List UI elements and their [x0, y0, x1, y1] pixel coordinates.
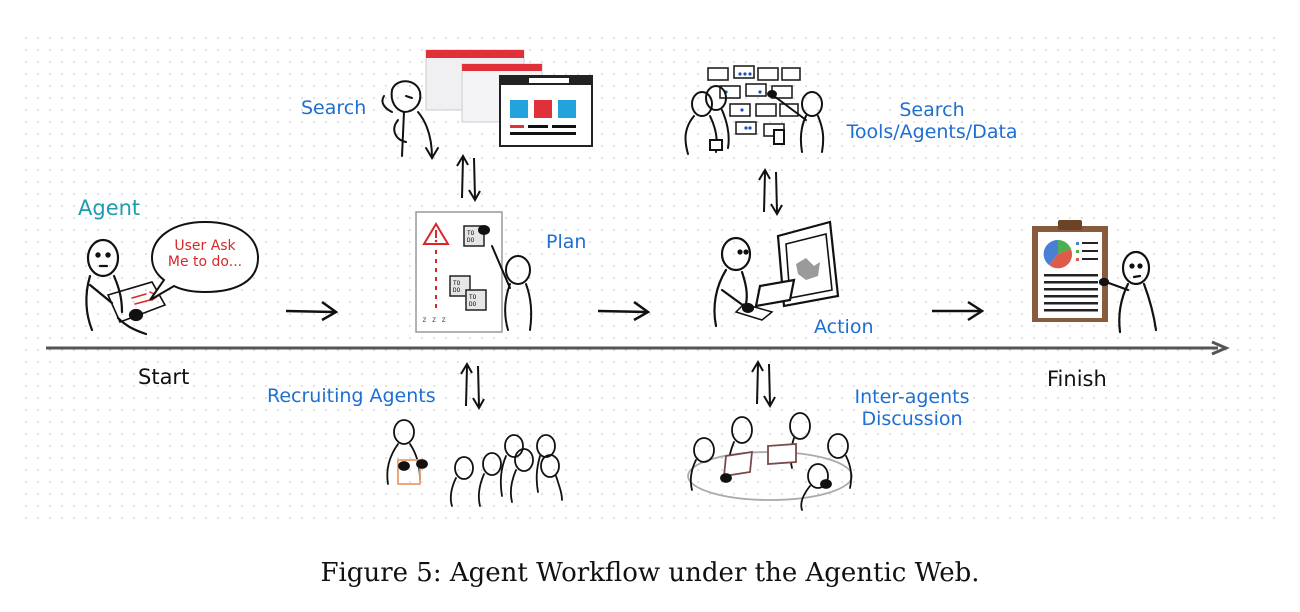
search-label: Search — [301, 97, 367, 119]
sticky-note-icon — [449, 225, 487, 311]
planner-sketch — [478, 225, 533, 331]
browser-windows — [425, 49, 593, 147]
round-table-sketch — [687, 412, 853, 511]
search-tools-label: Search Tools/Agents/Data — [832, 99, 1032, 143]
diagram-canvas: TO DO TO DO TO DO z z z — [18, 28, 1282, 520]
search-tools-line-2: Tools/Agents/Data — [846, 121, 1018, 143]
pie-chart-icon — [1043, 239, 1073, 269]
bubble-line-2: Me to do... — [167, 254, 243, 270]
zzz-text: z z z — [422, 315, 446, 324]
speech-bubble — [149, 220, 260, 301]
operator-sketch — [713, 236, 755, 328]
todo-text: DO — [469, 301, 477, 308]
bubble-line-1: User Ask — [174, 238, 236, 254]
agent-label: Agent — [78, 196, 141, 220]
figure-caption: Figure 5: Agent Workflow under the Agent… — [320, 558, 980, 588]
computer-station — [734, 220, 840, 321]
discussion-line-1: Inter-agents — [854, 386, 970, 408]
search-tools-line-1: Search — [899, 99, 965, 121]
right-arrow-icon — [932, 300, 985, 322]
clipboard-report — [1032, 220, 1108, 322]
searchers-sketch — [684, 85, 825, 155]
discussion-line-2: Discussion — [861, 408, 963, 430]
bidirectional-arrow-icon — [758, 168, 783, 216]
bidirectional-arrow-icon — [456, 154, 481, 202]
plan-board: TO DO TO DO TO DO z z z — [415, 211, 503, 333]
todo-text: DO — [467, 237, 475, 244]
todo-text: TO — [467, 230, 475, 237]
todo-text: TO — [469, 294, 477, 301]
right-arrow-icon — [285, 300, 339, 322]
action-label: Action — [814, 316, 874, 338]
presenter-sketch — [1098, 250, 1158, 334]
right-arrow-icon — [597, 300, 651, 322]
bidirectional-arrow-icon — [751, 360, 776, 408]
todo-text: TO — [453, 280, 461, 287]
start-label: Start — [138, 365, 190, 389]
plan-label: Plan — [546, 231, 587, 253]
recruiting-agents-label: Recruiting Agents — [267, 385, 436, 407]
crowd-sketch — [386, 419, 563, 507]
discussion-label: Inter-agents Discussion — [842, 386, 982, 430]
searching-agent-sketch — [381, 80, 439, 160]
bubble-text: User Ask Me to do... — [160, 238, 250, 270]
agent-sketch — [85, 238, 167, 336]
todo-text: DO — [453, 287, 461, 294]
warning-icon — [422, 222, 450, 245]
finish-label: Finish — [1047, 367, 1107, 391]
bidirectional-arrow-icon — [460, 362, 485, 410]
timeline-arrow — [46, 340, 1230, 356]
